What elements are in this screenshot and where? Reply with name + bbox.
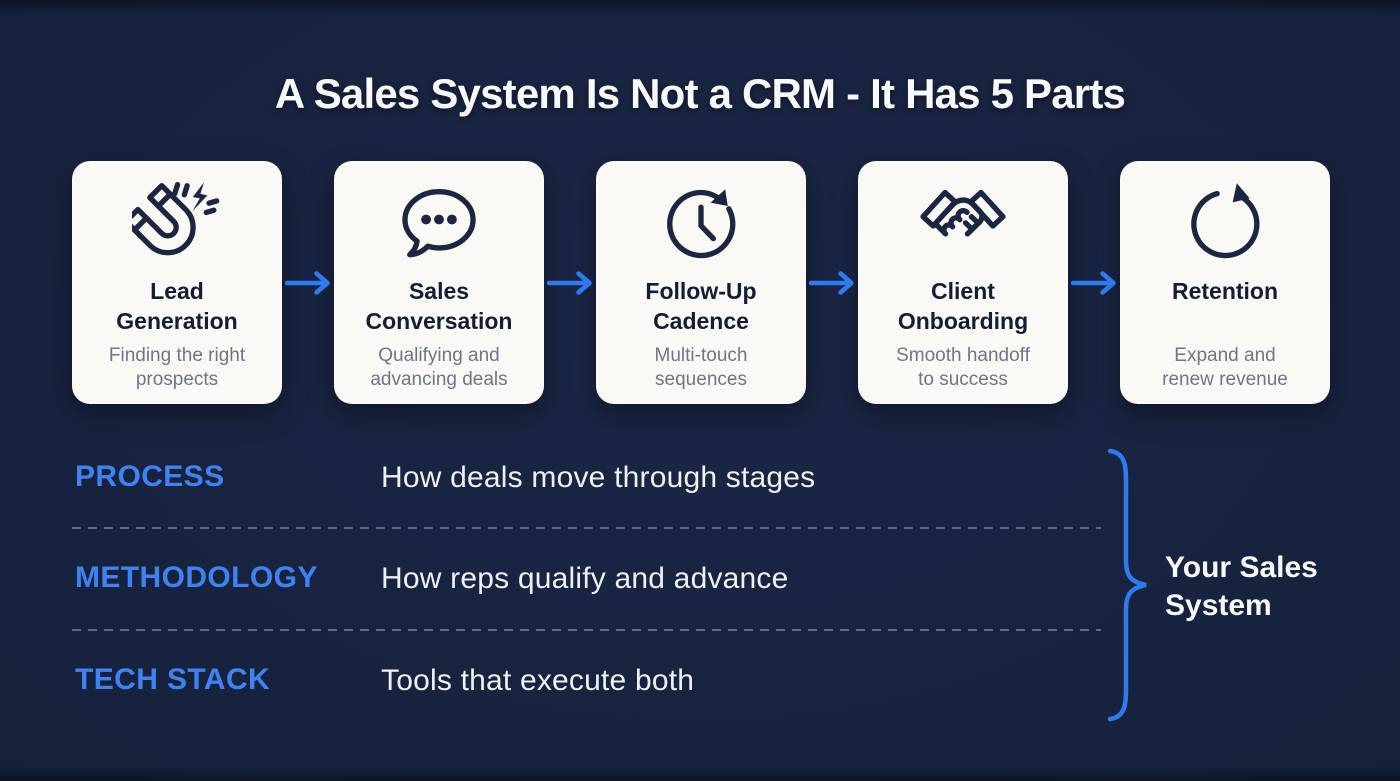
- clock-cycle-icon: [656, 174, 746, 274]
- step-card-retention: Retention Expand and renew revenue: [1120, 161, 1330, 404]
- step-title: Client Onboarding: [897, 278, 1029, 334]
- step-card-sales-conversation: Sales Conversation Qualifying and advanc…: [334, 161, 544, 404]
- layer-label: METHODOLOGY: [75, 561, 318, 594]
- step-title: Lead Generation: [116, 278, 238, 334]
- layer-description: Tools that execute both: [381, 664, 695, 697]
- brace-label: Your Sales System: [1165, 551, 1318, 622]
- step-card-follow-up-cadence: Follow-Up Cadence Multi-touch sequences: [596, 161, 806, 404]
- step-subtitle: Qualifying and advancing deals: [370, 345, 508, 390]
- flow-arrow-icon: [285, 270, 331, 296]
- layer-description: How reps qualify and advance: [381, 562, 789, 595]
- flow-arrow-icon: [809, 270, 855, 296]
- step-card-client-onboarding: Client Onboarding Smooth handoff to succ…: [858, 161, 1068, 404]
- flow-arrow-icon: [1071, 270, 1117, 296]
- step-title: Sales Conversation: [365, 278, 513, 334]
- magnet-icon: [132, 174, 222, 274]
- layer-row-process: PROCESS How deals move through stages: [0, 460, 1100, 500]
- refresh-cycle-icon: [1180, 174, 1270, 274]
- step-title: Follow-Up Cadence: [645, 278, 757, 334]
- layer-row-tech-stack: TECH STACK Tools that execute both: [0, 663, 1100, 703]
- flow-arrow-icon: [547, 270, 593, 296]
- layer-row-methodology: METHODOLOGY How reps qualify and advance: [0, 561, 1100, 601]
- step-subtitle: Finding the right prospects: [108, 345, 246, 390]
- curly-brace-icon: [1102, 448, 1152, 722]
- layer-label: TECH STACK: [75, 663, 271, 696]
- step-subtitle: Multi-touch sequences: [654, 345, 748, 390]
- step-title: Retention: [1171, 278, 1279, 304]
- step-subtitle: Smooth handoff to success: [896, 345, 1030, 390]
- chat-bubble-icon: [394, 174, 484, 274]
- handshake-icon: [918, 174, 1008, 274]
- layer-label: PROCESS: [75, 460, 225, 493]
- layer-description: How deals move through stages: [381, 461, 816, 494]
- step-subtitle: Expand and renew revenue: [1162, 345, 1288, 390]
- page-title: A Sales System Is Not a CRM - It Has 5 P…: [274, 70, 1126, 117]
- dashed-divider: [72, 629, 1101, 631]
- dashed-divider: [72, 527, 1101, 529]
- step-card-lead-generation: Lead Generation Finding the right prospe…: [72, 161, 282, 404]
